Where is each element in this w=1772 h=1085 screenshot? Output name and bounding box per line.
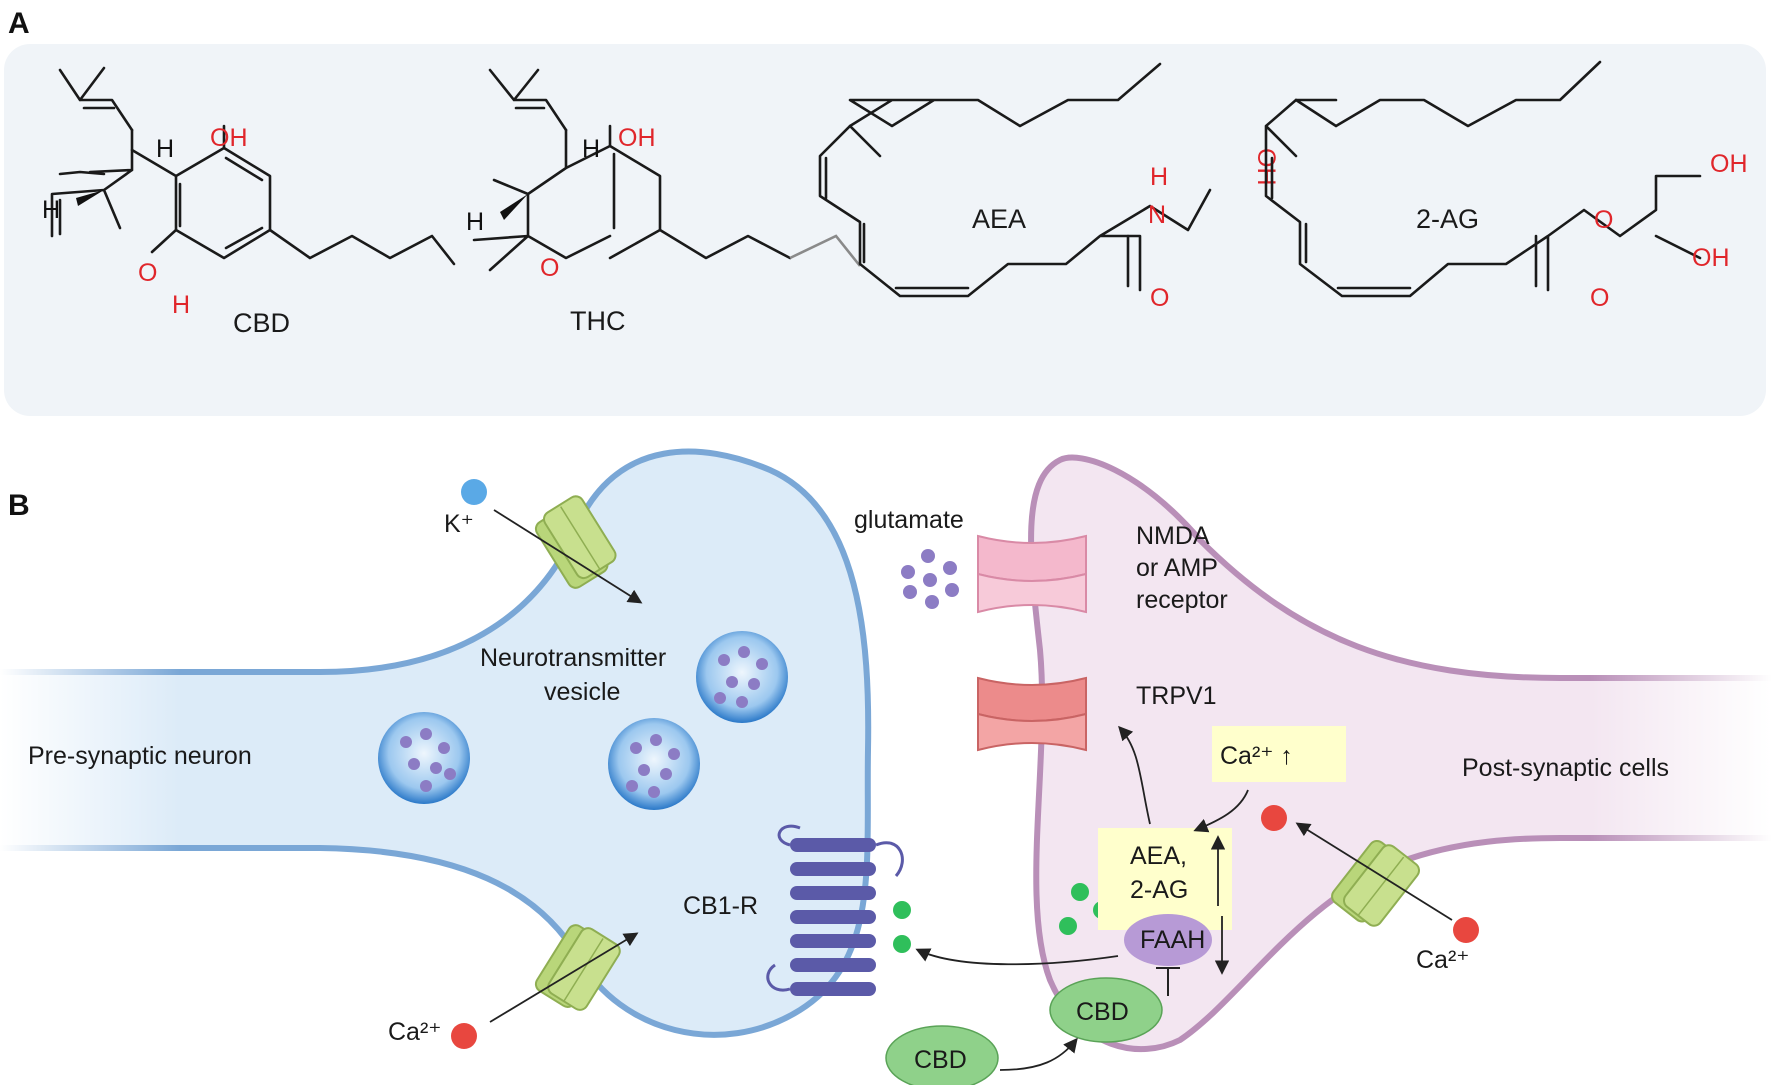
pre-synaptic-label: Pre-synaptic neuron (28, 742, 252, 770)
aea-name: AEA (972, 204, 1026, 234)
faah-label: FAAH (1140, 926, 1205, 954)
aea-2ag-line-1: AEA, (1130, 842, 1187, 870)
2ag-o-carbonyl: O (1590, 284, 1609, 312)
cb1r-receptor (790, 838, 876, 996)
cb1r-loops (766, 824, 904, 992)
nmda-receptor (977, 534, 1087, 614)
panel-a: A H H OH O H CBD H (4, 7, 1766, 416)
2ag-oh1: OH (1710, 150, 1748, 178)
k-ion-dot (461, 479, 487, 505)
cbd-o: O (138, 259, 157, 287)
ca-up-box (1212, 726, 1346, 782)
aea-o: O (1150, 284, 1169, 312)
cbd-inner-oval (1049, 977, 1163, 1043)
ca-up-label: Ca²⁺ ↑ (1220, 742, 1293, 770)
panel-a-background (4, 44, 1766, 416)
cb1r-label: CB1-R (683, 892, 758, 920)
cbd-outer-oval (885, 1025, 999, 1085)
thc-o: O (540, 254, 559, 282)
molecule-aea: H N O OH AEA (818, 62, 1280, 312)
ca-label-left: Ca²⁺ (388, 1018, 441, 1046)
ligand-arrow (915, 948, 1119, 966)
ca-dot-left (451, 1023, 477, 1049)
ca-arrow-left (489, 932, 639, 1023)
2ag-o-ester: O (1594, 206, 1613, 234)
molecule-cbd: H H OH O H CBD (42, 66, 456, 338)
vesicle-3 (608, 718, 700, 810)
panel-label-a: A (8, 7, 30, 40)
vesicle-1 (696, 631, 788, 723)
cbd-h-stereo1: H (156, 135, 174, 163)
k-ion-label: K⁺ (444, 510, 474, 538)
2ag-name: 2-AG (1416, 204, 1479, 234)
aea-2ag-line-2: 2-AG (1130, 876, 1188, 904)
pre-fade (0, 660, 180, 860)
nmda-line-3: receptor (1136, 586, 1228, 614)
ca-label-right: Ca²⁺ (1416, 946, 1469, 974)
molecule-thc: H H OH O THC (466, 68, 862, 336)
vesicle-label-2: vesicle (544, 678, 620, 706)
cbd-entry-arrow (999, 1037, 1078, 1071)
2ag-oh2: OH (1692, 244, 1730, 272)
cbd-h: H (172, 291, 190, 319)
nmda-line-2: or AMP (1136, 554, 1218, 582)
aea-n: N (1148, 201, 1166, 229)
cbd-name: CBD (233, 308, 290, 338)
faah-ellipse (1124, 914, 1212, 966)
thc-h-stereo1: H (582, 135, 600, 163)
aea-2ag-box (1098, 828, 1232, 930)
cbd-oh: OH (210, 124, 248, 152)
thc-name: THC (570, 306, 626, 336)
cbd-inner-label: CBD (1076, 998, 1129, 1026)
thc-oh: OH (618, 124, 656, 152)
ca-dot-right (1453, 917, 1479, 943)
post-synaptic-label: Post-synaptic cells (1462, 754, 1669, 782)
cbd-outer-label: CBD (914, 1046, 967, 1074)
thc-h-stereo2: H (466, 208, 484, 236)
ca-to-aea-arrow (1193, 789, 1249, 833)
trpv1-channel (977, 676, 1087, 752)
ca-arrow-right (1295, 822, 1453, 921)
aea-nh-h: H (1150, 163, 1168, 191)
cbd-h-stereo2: H (42, 196, 60, 224)
panel-b: B K⁺ Ca²⁺ Ca²⁺ (0, 448, 1772, 1085)
nmda-line-1: NMDA (1136, 522, 1210, 550)
ligand-dots (893, 883, 1111, 953)
ca-dot-inside (1261, 805, 1287, 831)
post-synaptic-membrane (1028, 454, 1772, 1053)
vesicle-label-1: Neurotransmitter (480, 644, 666, 672)
k-arrow (493, 509, 643, 604)
trpv1-label: TRPV1 (1136, 682, 1217, 710)
vesicle-2 (378, 712, 470, 804)
molecule-2ag: OH OH O O 2-AG (1264, 60, 1748, 312)
glutamate-label: glutamate (854, 506, 964, 534)
post-fade (1590, 660, 1772, 860)
glutamate-dots (901, 549, 959, 609)
panel-label-b: B (8, 489, 30, 522)
aea-to-trpv1-arrow (1118, 725, 1151, 825)
faah-inhibit (1156, 967, 1180, 996)
